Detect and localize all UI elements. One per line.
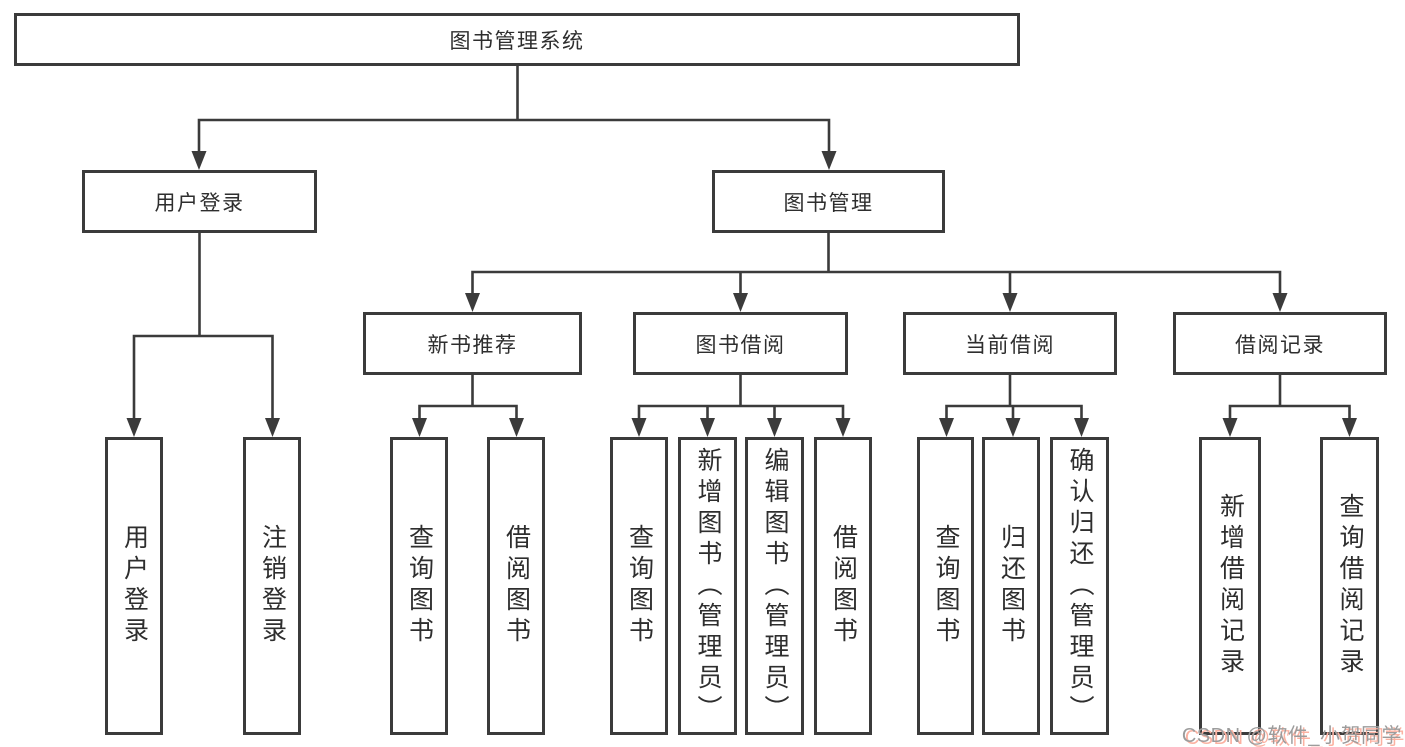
node-label: 当前借阅 [965,333,1055,357]
leaf-label: 新增图书（管理员） [694,446,722,726]
arrowhead-icon [1342,418,1357,437]
arrowhead-icon [700,418,715,437]
node-new-book-recommendation: 新书推荐 [363,312,582,375]
leaf-records-add-borrow-record: 新增借阅记录 [1199,437,1261,735]
arrowhead-icon [821,151,837,170]
connector-borrowing-records-to-leaves [1222,375,1357,437]
node-label: 新书推荐 [427,333,518,357]
arrowhead-icon [1002,293,1018,312]
leaf-logout-login: 注销登录 [243,437,301,735]
leaf-user-login: 用户登录 [105,437,163,735]
leaf-label: 归还图书 [997,524,1026,648]
arrowhead-icon [767,418,782,437]
leaf-current-return-books: 归还图书 [982,437,1040,735]
leaf-label: 查询图书 [932,524,960,648]
node-label: 用户登录 [154,191,245,215]
node-label: 图书管理 [783,191,874,215]
node-book-borrowing: 图书借阅 [633,312,848,375]
leaf-borrowing-edit-books-admin: 编辑图书（管理员） [745,437,804,735]
leaf-borrowing-add-books-admin: 新增图书（管理员） [678,437,737,735]
connector-root-to-level2 [191,66,837,170]
leaf-label: 借阅图书 [829,524,858,648]
leaf-borrowing-query-books: 查询图书 [610,437,668,735]
connector-current-borrowing-to-leaves [939,375,1089,437]
leaf-label: 查询图书 [625,524,654,648]
leaf-label: 查询图书 [405,524,434,648]
arrowhead-icon [1222,418,1238,437]
connector-book-management-to-level3 [465,233,1288,312]
arrowhead-icon [733,293,748,312]
node-borrowing-records: 借阅记录 [1173,312,1387,375]
arrowhead-icon [126,418,142,437]
arrowhead-icon [265,418,280,437]
leaf-records-query-borrow-record: 查询借阅记录 [1320,437,1379,735]
connector-user-login-to-leaves [126,233,280,437]
arrowhead-icon [1005,418,1021,437]
arrowhead-icon [835,418,851,437]
leaf-newbook-borrow-books: 借阅图书 [487,437,545,735]
node-book-management: 图书管理 [712,170,945,233]
leaf-label: 编辑图书（管理员） [761,446,789,726]
leaf-label: 注销登录 [258,524,287,648]
connector-new-book-to-leaves [412,375,524,437]
leaf-label: 用户登录 [120,524,149,648]
leaf-label: 确认归还（管理员） [1066,446,1094,726]
node-label: 图书借阅 [695,333,786,357]
watermark: CSDN @软件_小贺同学 [1181,725,1402,747]
node-user-login: 用户登录 [82,170,317,233]
node-library-management-system: 图书管理系统 [14,13,1020,66]
leaf-label: 新增借阅记录 [1216,493,1245,679]
arrowhead-icon [939,418,954,437]
arrowhead-icon [465,293,480,312]
arrowhead-icon [1074,418,1089,437]
leaf-borrowing-borrow-books: 借阅图书 [814,437,872,735]
node-current-borrowing: 当前借阅 [903,312,1117,375]
arrowhead-icon [631,418,647,437]
arrowhead-icon [412,418,427,437]
leaf-label: 查询借阅记录 [1336,493,1364,679]
connector-book-borrowing-to-leaves [631,375,851,437]
node-label: 图书管理系统 [449,29,585,53]
leaf-current-query-books: 查询图书 [917,437,974,735]
node-label: 借阅记录 [1235,333,1325,357]
arrowhead-icon [509,418,524,437]
leaf-label: 借阅图书 [502,524,531,648]
arrowhead-icon [191,151,207,170]
leaf-current-confirm-return-admin: 确认归还（管理员） [1050,437,1109,735]
arrowhead-icon [1272,293,1288,312]
leaf-newbook-query-books: 查询图书 [390,437,448,735]
